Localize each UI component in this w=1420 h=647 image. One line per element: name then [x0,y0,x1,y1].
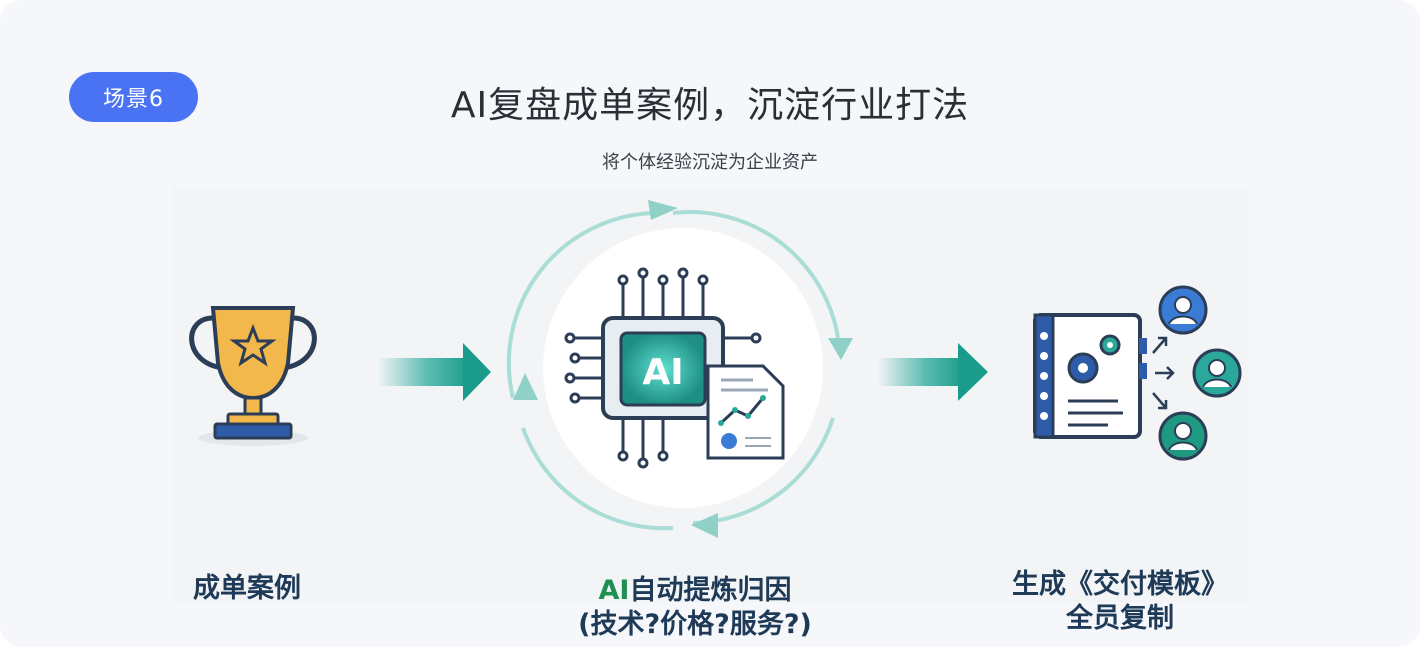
label-template: 生成《交付模板》 全员复制 [990,568,1250,636]
label-template-line1: 生成《交付模板》 [1012,569,1228,600]
arrow-right-icon [378,343,491,401]
share-arrows [1152,336,1175,410]
chip-pins [564,267,762,469]
label-ai-word: AI [598,575,630,606]
label-ai-attribution-line1: AI自动提炼归因 [530,574,860,608]
label-template-line2: 全员复制 [1066,602,1174,634]
gear-icon [1067,334,1121,384]
arrow-right-icon [878,343,988,401]
label-ai-attribution: AI自动提炼归因 (技术?价格?服务?) [530,574,860,642]
cycle-arrowhead [691,513,718,538]
process-illustration: AI [189,200,1242,538]
user-avatar-icon [1158,285,1208,335]
page-title: AI复盘成单案例，沉淀行业打法 [450,85,970,126]
user-avatar-icon [1158,411,1208,461]
illustration-panel: AI [173,188,1248,602]
trophy-icon [189,306,317,446]
ai-chip-icon: AI [601,316,725,420]
cycle-arrowhead [513,373,538,400]
scenario-badge: 场景6 [69,72,198,122]
label-ai-attribution-line2: (技术?价格?服务?) [578,608,812,640]
label-deal-cases: 成单案例 [193,573,301,604]
label-ai-rest: 自动提炼归因 [629,575,792,606]
cycle-arrowhead [648,200,678,220]
chip-label: AI [642,352,683,393]
user-avatar-icon [1192,348,1242,398]
document-chart-icon [706,364,785,460]
cycle-arrowhead [828,338,853,360]
page-subtitle: 将个体经验沉淀为企业资产 [602,152,818,173]
